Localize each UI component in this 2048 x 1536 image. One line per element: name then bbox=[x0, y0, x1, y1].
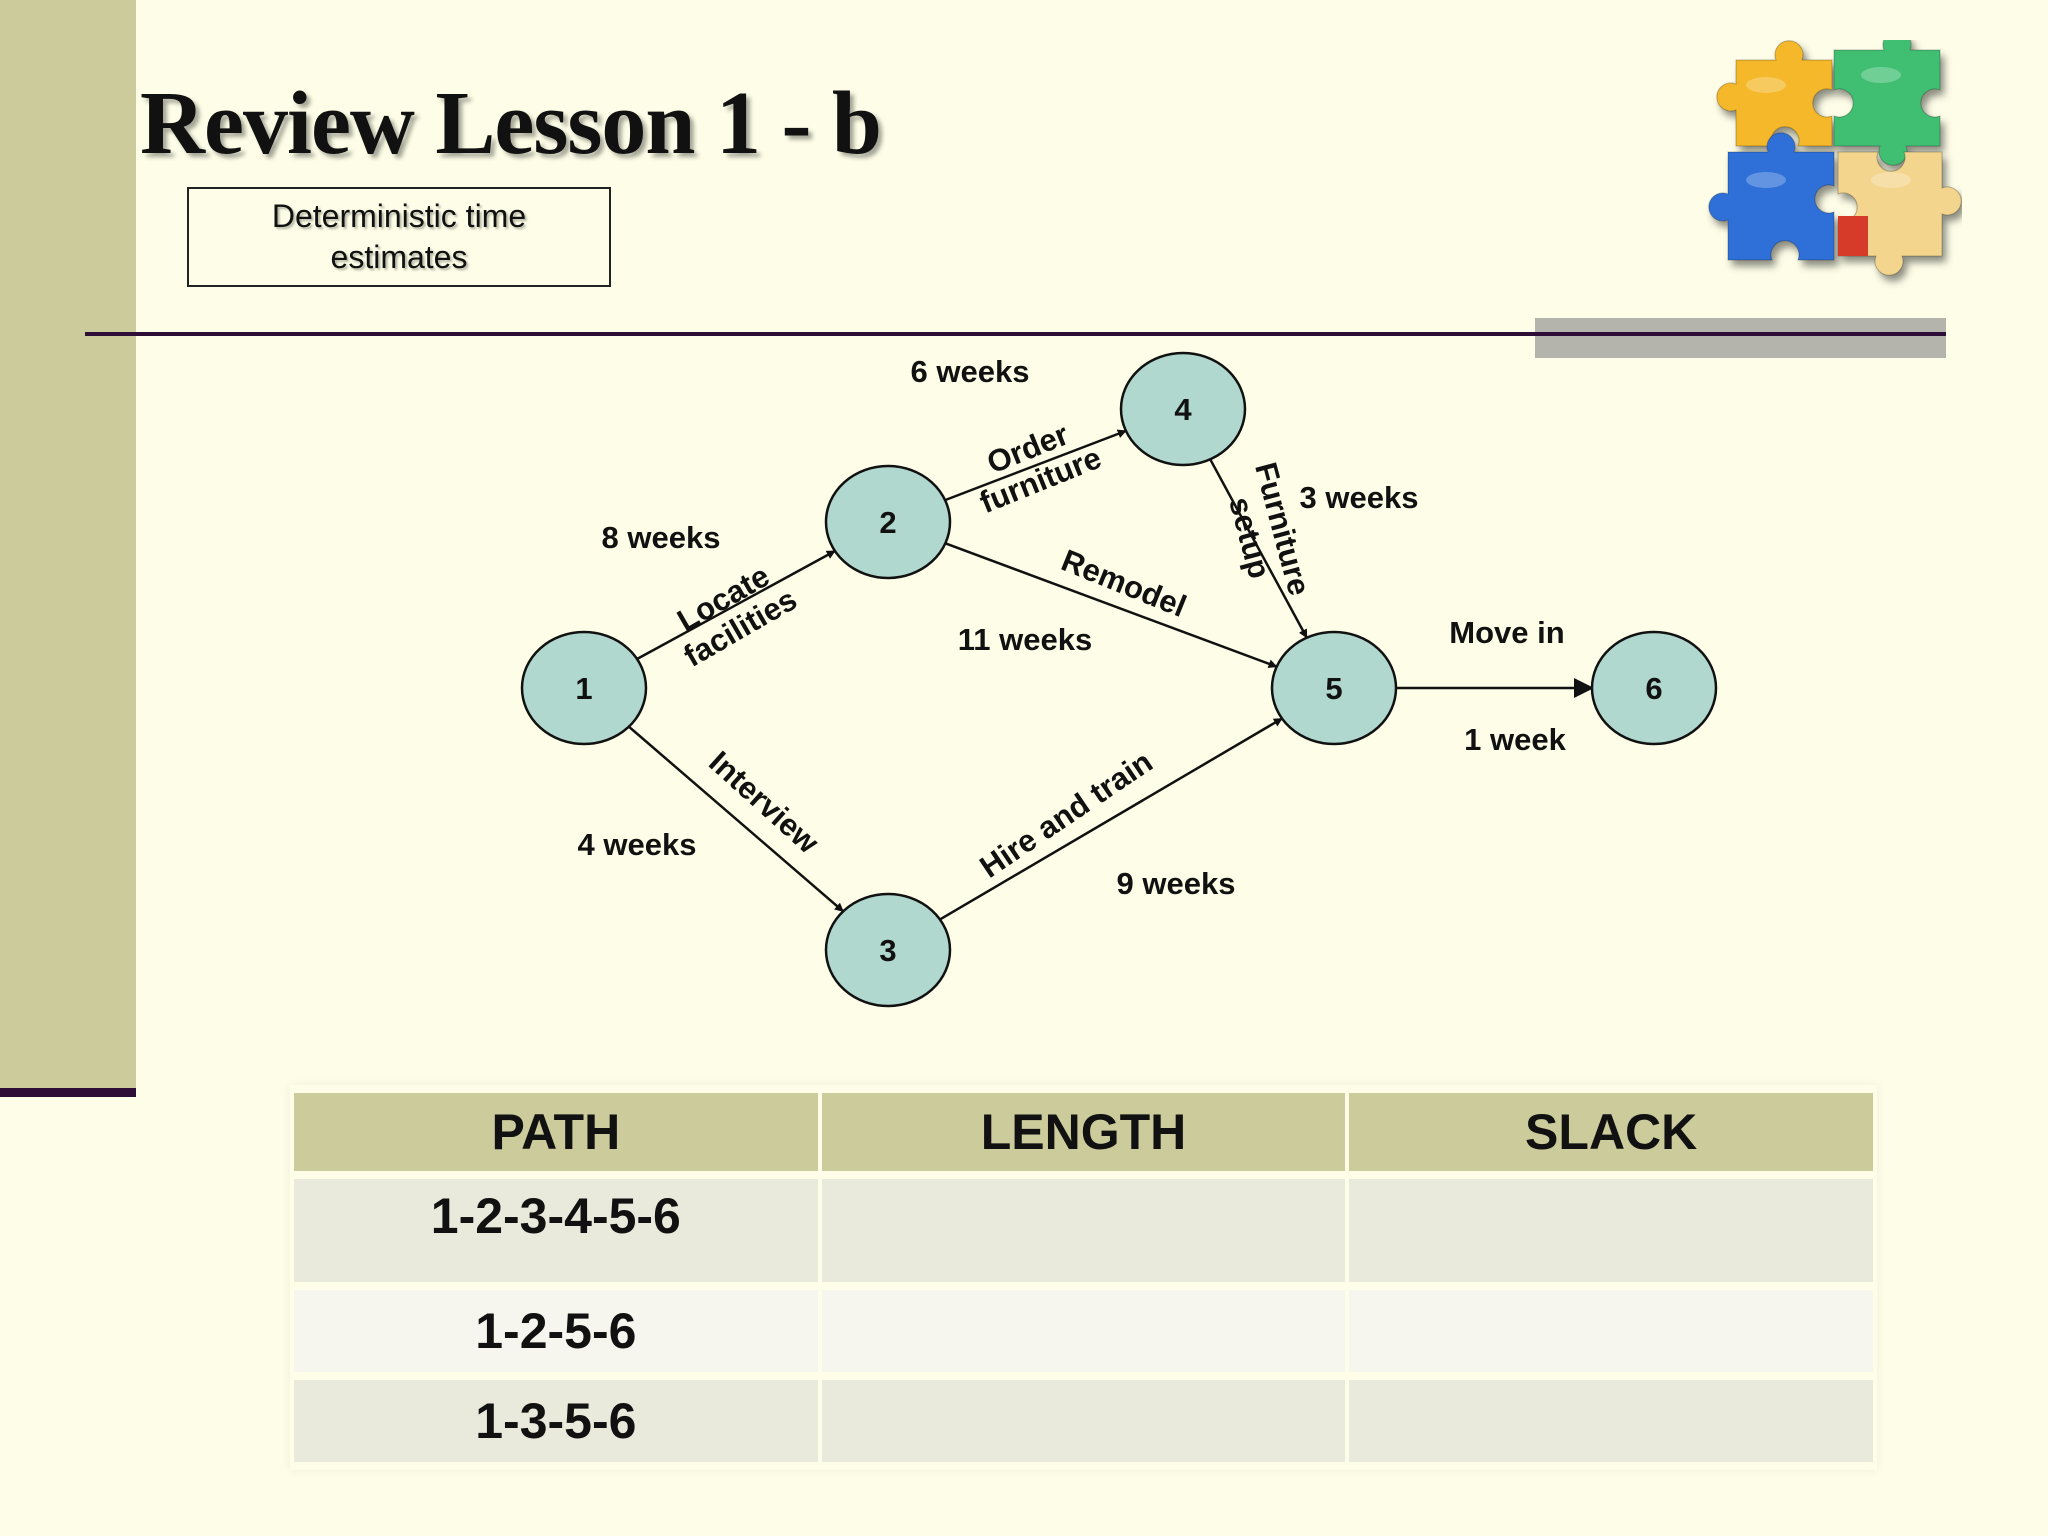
activity-name-2-4: Orderfurniture bbox=[962, 408, 1106, 520]
duration-label-4-5: 3 weeks bbox=[1300, 480, 1419, 515]
arrow-1-2 bbox=[636, 549, 836, 661]
deterministic-label-box: Deterministic time estimates bbox=[187, 187, 611, 287]
node-label-4: 4 bbox=[1174, 392, 1192, 427]
arrow-1-3 bbox=[628, 725, 844, 913]
puzzle-pieces-icon bbox=[1708, 40, 1962, 276]
activity-name-5-6: Move in bbox=[1449, 615, 1564, 650]
node-6: 6 bbox=[1590, 630, 1718, 746]
path-cell: 1-2-3-4-5-6 bbox=[294, 1179, 818, 1282]
table-row: 1-2-5-6 bbox=[294, 1290, 1873, 1372]
table-row: 1-2-3-4-5-6 bbox=[294, 1179, 1873, 1282]
header-path: PATH bbox=[294, 1093, 818, 1171]
slack-cell bbox=[1349, 1380, 1873, 1462]
node-5: 5 bbox=[1270, 630, 1398, 746]
activity-name-1-2: Locatefacilities bbox=[661, 552, 803, 674]
node-label-2: 2 bbox=[879, 505, 896, 540]
arrow-2-5 bbox=[944, 542, 1278, 669]
table-header-row: PATH LENGTH SLACK bbox=[294, 1093, 1873, 1171]
slide-title: Review Lesson 1 - b bbox=[140, 74, 882, 173]
left-accent-bar bbox=[0, 0, 136, 1088]
node-4: 4 bbox=[1119, 351, 1247, 467]
header-slack: SLACK bbox=[1349, 1093, 1873, 1171]
path-cell: 1-3-5-6 bbox=[294, 1380, 818, 1462]
activity-arrows bbox=[628, 429, 1594, 921]
event-nodes: 1 2 3 4 5 6 bbox=[520, 351, 1718, 1008]
deterministic-label-text: Deterministic time estimates bbox=[271, 198, 527, 275]
path-table: PATH LENGTH SLACK 1-2-3-4-5-6 1-2-5-6 1-… bbox=[290, 1085, 1877, 1470]
node-2: 2 bbox=[824, 464, 952, 580]
header-grey-block bbox=[1535, 318, 1946, 358]
duration-label-2-5: 11 weeks bbox=[958, 622, 1092, 657]
arrow-4-5 bbox=[1209, 458, 1308, 639]
node-3: 3 bbox=[824, 892, 952, 1008]
node-1: 1 bbox=[520, 630, 648, 746]
length-cell bbox=[821, 1290, 1346, 1372]
node-label-3: 3 bbox=[879, 933, 896, 968]
header-divider bbox=[85, 332, 1946, 336]
duration-label-2-4: 6 weeks bbox=[911, 354, 1030, 389]
left-accent-underline bbox=[0, 1088, 136, 1097]
slack-cell bbox=[1349, 1290, 1873, 1372]
arrow-3-5 bbox=[939, 717, 1283, 921]
header-length: LENGTH bbox=[821, 1093, 1346, 1171]
slack-cell bbox=[1349, 1179, 1873, 1282]
node-label-6: 6 bbox=[1645, 671, 1662, 706]
activity-name-2-5: Remodel bbox=[1057, 543, 1191, 624]
node-label-5: 5 bbox=[1325, 671, 1342, 706]
activity-name-3-5: Hire and train bbox=[974, 744, 1159, 885]
length-cell bbox=[821, 1380, 1346, 1462]
length-cell bbox=[821, 1179, 1346, 1282]
duration-label-5-6: 1 week bbox=[1464, 722, 1566, 757]
duration-label-3-5: 9 weeks bbox=[1117, 866, 1236, 901]
table-row: 1-3-5-6 bbox=[294, 1380, 1873, 1462]
duration-label-1-2: 8 weeks bbox=[602, 520, 721, 555]
arrow-2-4 bbox=[944, 429, 1127, 502]
path-cell: 1-2-5-6 bbox=[294, 1290, 818, 1372]
node-label-1: 1 bbox=[575, 671, 592, 706]
duration-label-1-3: 4 weeks bbox=[578, 827, 697, 862]
